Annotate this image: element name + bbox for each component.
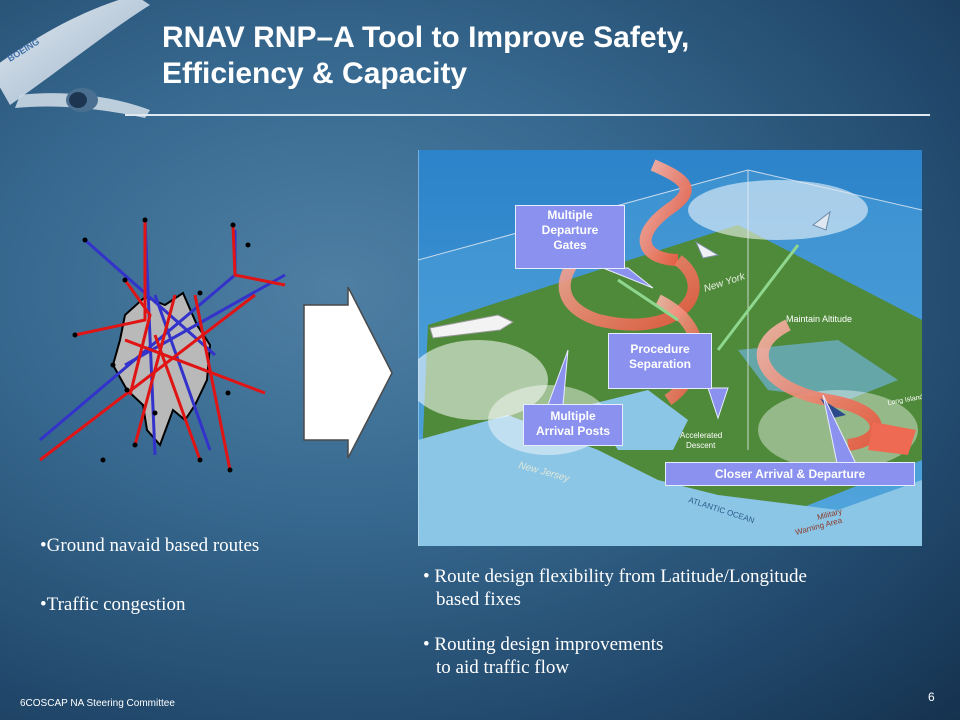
bullet-traffic-congestion: •Traffic congestion xyxy=(40,594,186,615)
page-number: 6 xyxy=(928,690,935,704)
map-label-accelerated: Accelerated xyxy=(680,431,722,440)
departure-path xyxy=(639,159,692,266)
map-label-maintain-altitude: Maintain Altitude xyxy=(786,314,852,324)
bullet-ground-navaid: •Ground navaid based routes xyxy=(40,535,260,556)
bullet-dot: • xyxy=(423,566,430,587)
title-line-1: RNAV RNP–A Tool to Improve Safety, xyxy=(162,21,690,54)
aircraft-icon xyxy=(429,314,515,339)
water-area xyxy=(418,415,922,546)
callout-procedure-separation: Procedure Separation xyxy=(608,333,712,389)
map-label-descent: Descent xyxy=(686,441,716,450)
transition-arrow-icon xyxy=(303,286,393,459)
bullet-routing-improvements: • Routing design improvements to aid tra… xyxy=(423,634,664,678)
bullet-route-design: • Route design flexibility from Latitude… xyxy=(423,566,807,610)
callout-arrival-posts: Multiple Arrival Posts xyxy=(523,404,623,446)
rnav-airspace-figure: New York Maintain Altitude Accelerated D… xyxy=(408,150,924,546)
navaid-points xyxy=(72,217,251,473)
boeing-aircraft-image: BOEING xyxy=(0,0,150,118)
navaid-route-diagram xyxy=(39,217,286,473)
title-divider xyxy=(125,114,930,116)
callout-closer-arrival-departure: Closer Arrival & Departure xyxy=(665,462,915,486)
red-routes xyxy=(39,220,286,471)
callout-departure-gates: Multiple Departure Gates xyxy=(515,205,625,269)
slide-title: RNAV RNP–A Tool to Improve Safety, Effic… xyxy=(162,20,922,92)
title-line-2: Efficiency & Capacity xyxy=(162,57,468,90)
bullet-dot: • xyxy=(423,634,430,655)
footer-text: 6COSCAP NA Steering Committee xyxy=(20,698,175,709)
